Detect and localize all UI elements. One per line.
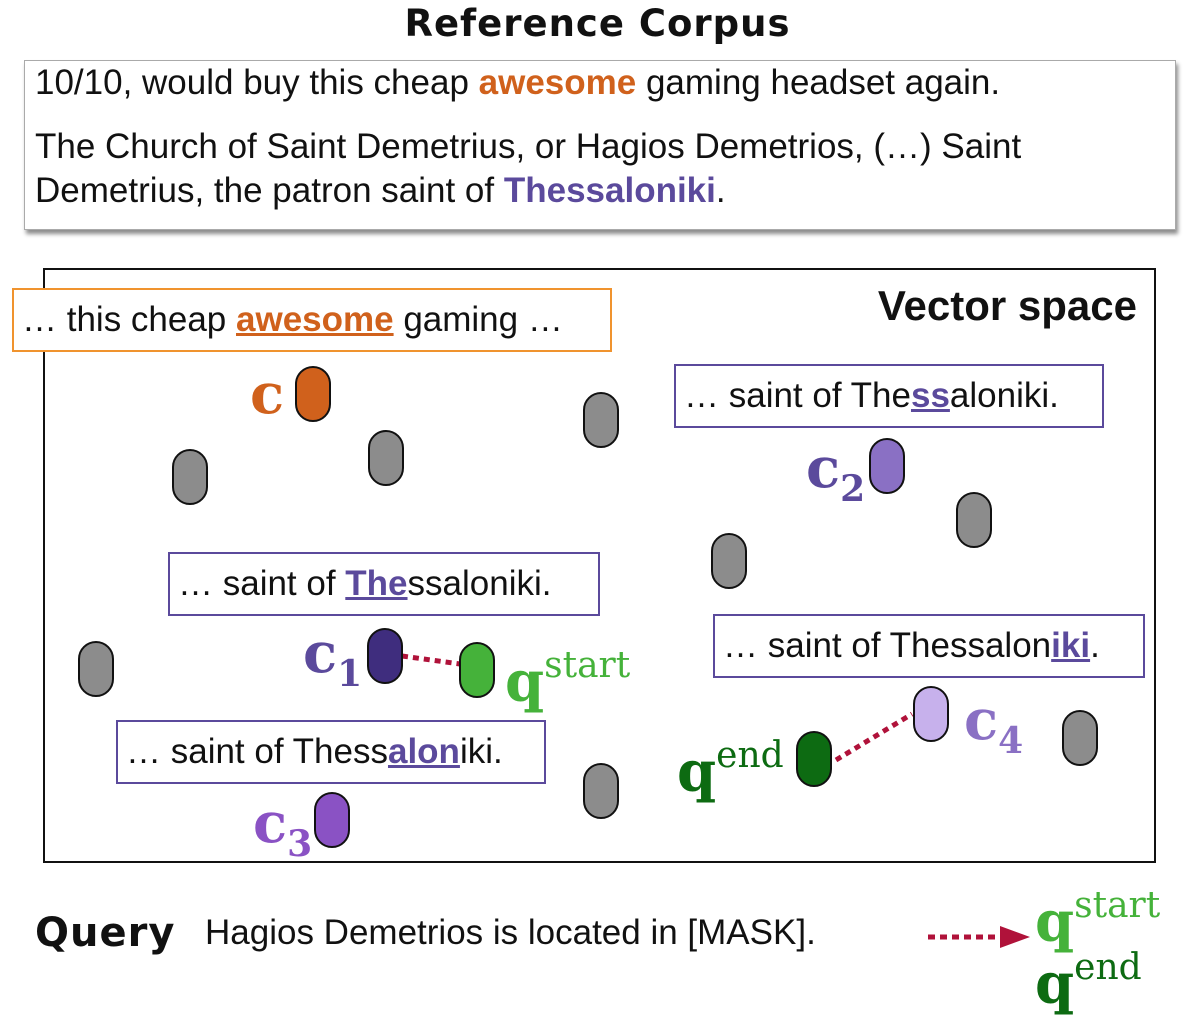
label-sub: 1: [337, 653, 363, 695]
label-c: c: [250, 361, 285, 427]
query-label: Query: [35, 910, 176, 956]
vector-c1: [367, 628, 403, 684]
vector-c2: [869, 438, 905, 494]
label-base: q: [505, 649, 545, 715]
corpus-sentence-2-cont: Demetrius, the patron saint of Thessalon…: [35, 169, 726, 213]
label-sup: end: [1074, 947, 1142, 988]
highlight-thessaloniki: Thessaloniki: [503, 171, 716, 210]
context-text: … saint of: [178, 564, 346, 603]
vector-c: [295, 366, 331, 422]
context-box-c2: … saint of Thessaloniki.: [674, 364, 1104, 428]
context-text: gaming …: [393, 300, 563, 339]
vector-point: [956, 492, 992, 548]
vector-point: [1062, 710, 1098, 766]
label-base: c: [253, 790, 288, 856]
link-qend-c4: [834, 711, 914, 763]
corpus-sentence-2: The Church of Saint Demetrius, or Hagios…: [35, 127, 1022, 166]
context-text: .: [1090, 626, 1100, 665]
vector-point: [583, 763, 619, 819]
vector-point: [368, 430, 404, 486]
corpus-text: Demetrius, the patron saint of: [35, 171, 504, 210]
context-box-c3: … saint of Thessaloniki.: [116, 720, 546, 784]
vector-q-start: [459, 642, 495, 698]
context-highlight: awesome: [236, 300, 394, 339]
corpus-text: 10/10, would buy this cheap: [35, 63, 479, 102]
vector-c4: [913, 686, 949, 742]
context-box-c4: … saint of Thessaloniki.: [713, 614, 1145, 678]
label-sub: 4: [998, 720, 1024, 762]
label-base: q: [1035, 889, 1075, 955]
corpus-text: gaming headset again.: [636, 63, 1001, 102]
vector-space-frame: [43, 268, 1156, 863]
context-highlight: The: [345, 564, 408, 603]
label-c1: c1: [303, 625, 362, 702]
label-sub: 2: [840, 468, 866, 510]
context-text: … saint of Thessalon: [723, 626, 1052, 665]
label-q-end: qend: [677, 728, 784, 800]
query-arrow-head: [1000, 926, 1030, 948]
corpus-box: 10/10, would buy this cheap awesome gami…: [24, 60, 1176, 230]
vector-point: [711, 533, 747, 589]
vector-q-end: [796, 731, 832, 787]
context-text: … saint of Thess: [126, 732, 388, 771]
label-base: c: [806, 435, 841, 501]
label-c4: c4: [964, 692, 1023, 769]
link-c1-qstart: [401, 653, 461, 667]
context-highlight: alon: [387, 732, 460, 771]
corpus-text: .: [715, 171, 726, 210]
label-sub: 3: [287, 823, 313, 865]
context-text: ssaloniki.: [407, 564, 552, 603]
label-c2: c2: [806, 440, 865, 517]
label-base: c: [964, 687, 999, 753]
label-q-start: qstart: [505, 638, 630, 710]
label-c3: c3: [253, 795, 312, 872]
context-highlight: ss: [910, 376, 950, 415]
label-base: q: [677, 739, 717, 805]
label-sup: start: [1074, 885, 1161, 926]
query-q-start: qstart: [1035, 878, 1160, 950]
context-text: aloniki.: [949, 376, 1059, 415]
vector-space-label: Vector space: [877, 282, 1137, 329]
context-highlight: iki: [1051, 626, 1091, 665]
label-base: c: [303, 620, 338, 686]
context-box-c: … this cheap awesome gaming …: [12, 288, 612, 352]
vector-c3: [314, 792, 350, 848]
label-sup: end: [716, 735, 784, 776]
label-base: q: [1035, 951, 1075, 1017]
corpus-title: Reference Corpus: [404, 2, 791, 45]
highlight-awesome: awesome: [478, 63, 637, 102]
context-box-c1: … saint of Thessaloniki.: [168, 552, 600, 616]
query-text: Hagios Demetrios is located in [MASK].: [205, 913, 816, 952]
label-sup: start: [544, 645, 631, 686]
corpus-sentence-1: 10/10, would buy this cheap awesome gami…: [35, 61, 1000, 105]
vector-point: [78, 641, 114, 697]
context-text: … this cheap: [22, 300, 236, 339]
context-text: iki.: [459, 732, 503, 771]
vector-point: [583, 392, 619, 448]
query-q-end: qend: [1035, 940, 1142, 1012]
vector-point: [172, 449, 208, 505]
context-text: … saint of The: [684, 376, 911, 415]
